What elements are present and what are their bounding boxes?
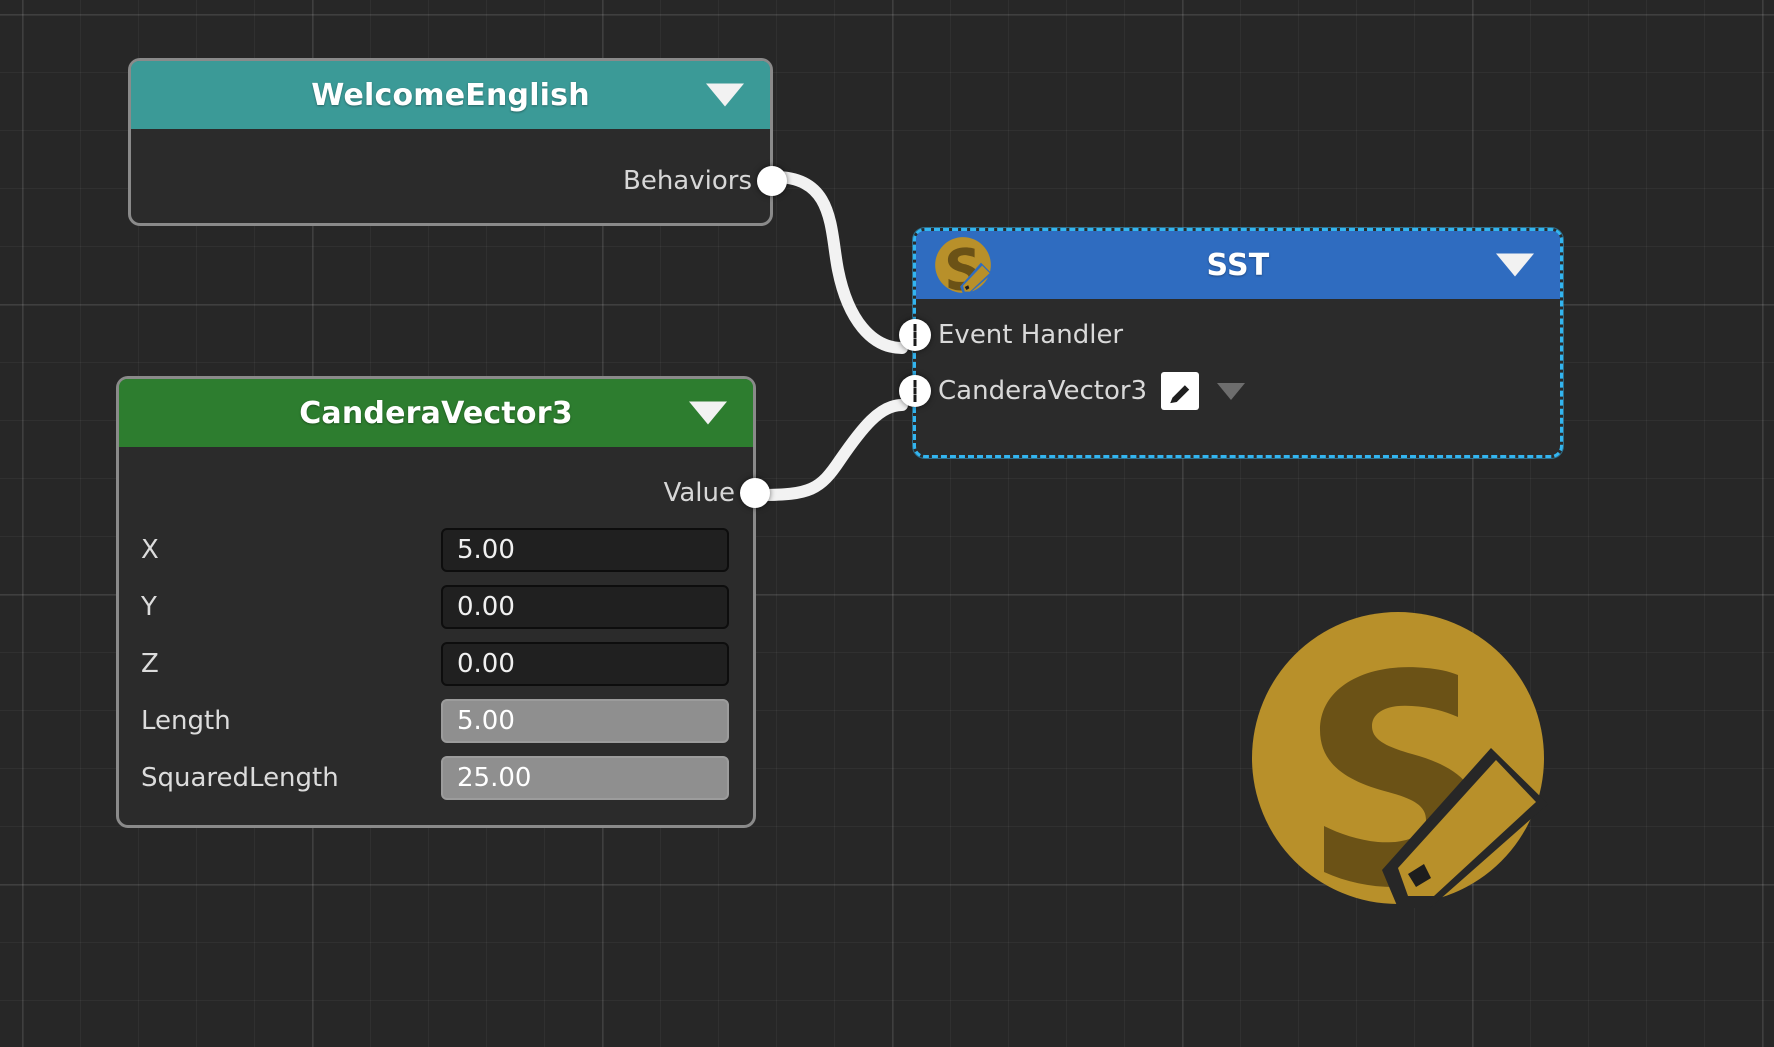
field-label: SquaredLength: [141, 762, 339, 793]
node-body-candera-vector3: Value X 5.00 Y 0.00 Z 0.00 Length 5.00 S…: [119, 465, 770, 806]
input-port-dot[interactable]: [899, 375, 931, 407]
node-title: SST: [1206, 247, 1270, 283]
input-port-label: Event Handler: [938, 320, 1124, 350]
node-header-candera-vector3[interactable]: CanderaVector3: [119, 379, 753, 447]
scenario-designer-badge-icon: [935, 237, 992, 294]
field-label: Length: [141, 705, 231, 736]
field-input-z[interactable]: 0.00: [441, 641, 729, 686]
output-port-label: Value: [663, 478, 735, 508]
field-label: X: [141, 534, 159, 565]
field-row-z: Z 0.00: [119, 635, 753, 692]
node-header-welcome-english[interactable]: WelcomeEnglish: [131, 61, 770, 129]
field-row-length: Length 5.00: [119, 692, 753, 749]
output-port-label: Behaviors: [623, 166, 752, 196]
caret-down-icon[interactable]: [1496, 253, 1534, 277]
field-row-y: Y 0.00: [119, 578, 753, 635]
field-input-length: 5.00: [441, 698, 729, 743]
node-header-sst[interactable]: SST: [916, 231, 1560, 299]
node-sst[interactable]: SST Event Handler CanderaVector3: [899, 228, 1563, 458]
node-body-sst: Event Handler CanderaVector3: [899, 299, 1560, 419]
node-title: WelcomeEnglish: [311, 77, 590, 113]
input-port-dot[interactable]: [899, 319, 931, 351]
field-input-squaredlength: 25.00: [441, 755, 729, 800]
caret-down-icon[interactable]: [689, 401, 727, 425]
input-port-candera-vector3[interactable]: CanderaVector3: [899, 363, 1560, 419]
output-port-value[interactable]: Value: [119, 465, 770, 521]
output-port-dot[interactable]: [757, 166, 787, 196]
input-port-event-handler[interactable]: Event Handler: [899, 307, 1560, 363]
pencil-glyph: [1170, 384, 1190, 403]
pencil-icon[interactable]: [1161, 372, 1200, 410]
input-port-label: CanderaVector3: [938, 376, 1148, 406]
field-row-squaredlength: SquaredLength 25.00: [119, 749, 753, 806]
output-port-dot[interactable]: [740, 478, 770, 508]
node-body-welcome-english: Behaviors: [131, 153, 787, 209]
caret-down-icon[interactable]: [1217, 382, 1246, 400]
caret-down-icon[interactable]: [706, 83, 744, 107]
field-input-x[interactable]: 5.00: [441, 527, 729, 572]
field-input-y[interactable]: 0.00: [441, 584, 729, 629]
field-label: Y: [141, 591, 157, 622]
field-row-x: X 5.00: [119, 521, 753, 578]
field-label: Z: [141, 648, 159, 679]
scenario-designer-watermark: [1252, 612, 1548, 908]
node-title: CanderaVector3: [299, 395, 573, 431]
node-welcome-english[interactable]: WelcomeEnglish Behaviors: [128, 58, 787, 226]
output-port-behaviors[interactable]: Behaviors: [131, 153, 787, 209]
node-candera-vector3[interactable]: CanderaVector3 Value X 5.00 Y 0.00 Z 0.0…: [116, 376, 770, 828]
